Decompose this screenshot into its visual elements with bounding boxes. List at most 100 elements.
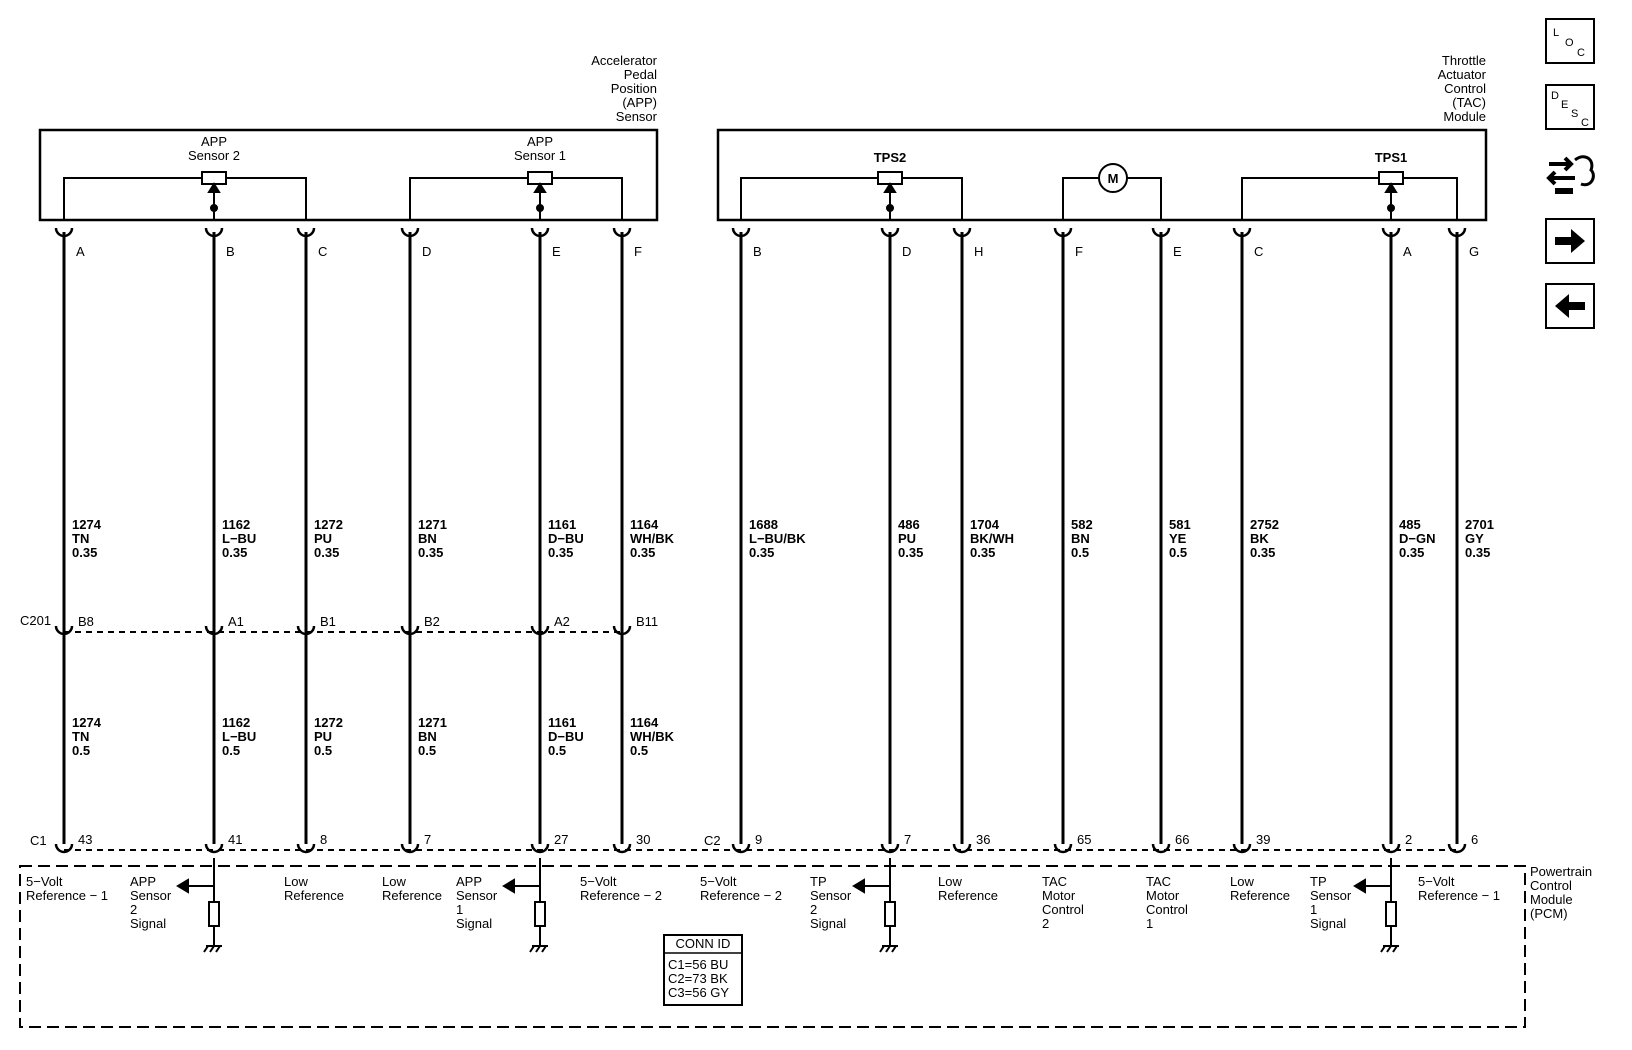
svg-text:S: S <box>1571 108 1578 120</box>
pcm-pin-cup <box>952 843 972 854</box>
component-pin-label: E <box>1173 244 1182 259</box>
pcm-pin-cup <box>530 843 550 854</box>
conn-id-line-2: C2=73 BK <box>668 971 728 986</box>
component-pin-label: F <box>1075 244 1083 259</box>
previous-arrow-icon[interactable] <box>1545 283 1595 329</box>
motor-label: M <box>1108 171 1119 186</box>
tps1-label: TPS1 <box>1375 150 1408 165</box>
pcm-pin-cup <box>1381 843 1401 854</box>
pcm-pin-label: 39 <box>1256 832 1270 847</box>
component-pin-cup <box>612 227 632 238</box>
component-pin-cup <box>1447 227 1467 238</box>
component-pin-cup <box>204 227 224 238</box>
component-pin-cup <box>952 227 972 238</box>
conn-id-table: CONN ID C1=56 BU C2=73 BK C3=56 GY <box>663 934 743 1006</box>
pcm-signal-circuit <box>852 858 898 953</box>
pcm-pin-cup <box>1151 843 1171 854</box>
app-sensor-1-element <box>409 171 623 220</box>
component-pin-label: A <box>1403 244 1412 259</box>
svg-text:E: E <box>1561 99 1568 111</box>
pcm-signal-circuit <box>1353 858 1399 953</box>
svg-text:D: D <box>1551 90 1559 102</box>
pcm-pin-label: 66 <box>1175 832 1189 847</box>
pcm-pin-label: 8 <box>320 832 327 847</box>
component-pin-label: C <box>1254 244 1263 259</box>
c201-cup <box>54 625 74 636</box>
tac-module-internal: M <box>740 163 1458 220</box>
pcm-pin-cup <box>1232 843 1252 854</box>
pcm-signal-circuit <box>176 858 222 953</box>
app-sensor-box <box>38 128 659 222</box>
harness-icon[interactable] <box>1545 148 1597 200</box>
pcm-pin-label: 27 <box>554 832 568 847</box>
pcm-pin-label: 65 <box>1077 832 1091 847</box>
component-pin-cup <box>880 227 900 238</box>
component-pin-label: B <box>753 244 762 259</box>
pcm-pin-cup <box>1447 843 1467 854</box>
component-pin-label: G <box>1469 244 1479 259</box>
c201-pin-label: B11 <box>636 614 658 629</box>
component-pin-cup <box>400 227 420 238</box>
c201-cup <box>530 625 550 636</box>
pcm-pin-label: 30 <box>636 832 650 847</box>
component-pin-label: B <box>226 244 235 259</box>
pcm-pin-label: 2 <box>1405 832 1412 847</box>
pcm-pin-label: 41 <box>228 832 242 847</box>
component-pin-cup <box>296 227 316 238</box>
component-pin-label: F <box>634 244 642 259</box>
motor-element: M <box>1062 163 1162 220</box>
svg-text:O: O <box>1565 37 1574 49</box>
component-pin-cup <box>530 227 550 238</box>
pcm-pin-label: 7 <box>904 832 911 847</box>
tps1-element <box>1241 171 1458 220</box>
svg-text:C: C <box>1581 117 1589 128</box>
pcm-signal-circuit <box>502 858 548 953</box>
next-arrow-icon[interactable] <box>1545 218 1595 264</box>
c201-cup <box>612 625 632 636</box>
c201-pin-label: A1 <box>228 614 244 629</box>
tps2-label: TPS2 <box>874 150 907 165</box>
pcm-pin-label: 43 <box>78 832 92 847</box>
c201-cup <box>296 625 316 636</box>
component-pin-cup <box>1151 227 1171 238</box>
component-pin-label: E <box>552 244 561 259</box>
conn-id-line-3: C3=56 GY <box>668 985 729 1000</box>
svg-text:L: L <box>1553 27 1559 39</box>
component-pin-label: A <box>76 244 85 259</box>
c201-label: C201 <box>20 613 51 628</box>
c201-pin-label: A2 <box>554 614 570 629</box>
